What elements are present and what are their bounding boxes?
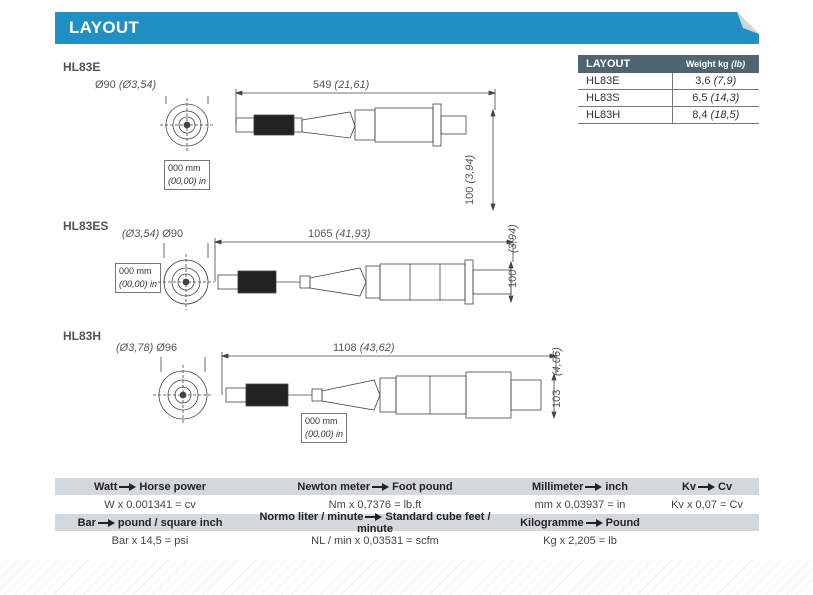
hl83es-label: HL83ES [63,219,109,233]
conversion-formula: Kv x 0,07 = Cv [671,498,743,511]
conversion-row: Bar x 14,5 = psi NL / min x 0,03531 = sc… [55,531,759,550]
conversion-row: W x 0.001341 = cv Nm x 0,7376 = lb.ft mm… [55,495,759,514]
hl83e-length: 549 (21,61) [313,79,370,91]
hl83h-diameter: (Ø3,78) Ø96 [116,342,178,354]
weight-model: HL83E [578,73,672,90]
hl83h-drawing [153,352,558,425]
conversion-formula: Kg x 2,205 = lb [543,534,617,547]
arrow-right-icon [119,482,137,492]
hl83es-diameter: (Ø3,54) Ø90 [122,228,184,240]
hl83e-drawing [160,89,497,212]
conversion-formula: Bar x 14,5 = psi [111,534,189,547]
arrow-right-icon [585,482,603,492]
weight-value: 3,6 (7,9) [671,73,759,90]
weight-table-header-weight: Weight kg (lb) [672,55,759,73]
hl83es-length: 1065 (41,93) [308,228,371,240]
page-fold-icon [737,12,759,34]
weight-table-header-layout: LAYOUT [578,55,672,73]
hl83h-label: HL83H [63,329,102,343]
arrow-right-icon [585,518,604,528]
conversion-formula: NL / min x 0,03531 = scfm [311,534,439,547]
footer-hatch-pattern [0,560,813,595]
arrow-right-icon [698,482,716,492]
weight-table: LAYOUT Weight kg (lb) HL83E 3,6 (7,9) HL… [578,55,759,124]
hl83e-diameter: Ø90 (Ø3,54) [95,79,157,91]
unit-box: 000 mm(00,00) in [115,263,162,293]
conversion-formula: Nm x 0,7376 = lb.ft [328,498,422,511]
weight-value: 8,4 (18,5) [671,106,759,124]
weight-model: HL83S [578,89,672,107]
conversion-formula: mm x 0,03937 = in [534,498,626,511]
unit-box: 000 mm(00,00) in [301,413,348,443]
arrow-right-icon [97,518,116,528]
hl83e-label: HL83E [63,60,101,74]
table-row: HL83S 6,5 (14,3) [578,89,759,107]
hl83es-drawing [158,238,515,310]
arrow-right-icon [365,512,383,522]
banner-title: LAYOUT [69,18,140,37]
table-row: HL83H 8,4 (18,5) [578,106,759,124]
weight-model: HL83H [578,106,672,124]
unit-box: 000 mm(00,00) in [164,160,211,190]
table-row: HL83E 3,6 (7,9) [578,73,759,90]
conversion-formula: W x 0.001341 = cv [104,498,196,511]
layout-banner: LAYOUT [55,12,759,44]
hl83h-length: 1108 (43,62) [333,342,395,354]
weight-value: 6,5 (14,3) [671,89,759,107]
arrow-right-icon [372,482,390,492]
